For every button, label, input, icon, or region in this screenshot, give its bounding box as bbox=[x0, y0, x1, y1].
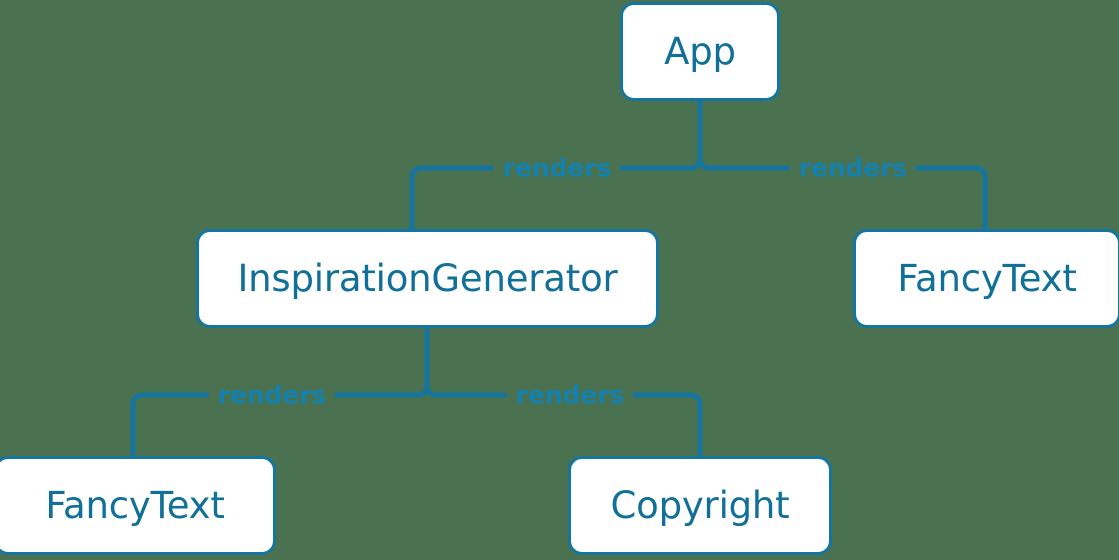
edge-label-app-to-inspiration-generator: renders bbox=[493, 153, 621, 183]
node-fancy-text-left-label: FancyText bbox=[45, 484, 225, 527]
node-app-label: App bbox=[664, 30, 736, 73]
node-inspiration-generator[interactable]: InspirationGenerator bbox=[196, 229, 659, 328]
node-app[interactable]: App bbox=[620, 2, 780, 101]
node-fancy-text-right[interactable]: FancyText bbox=[853, 229, 1119, 328]
node-inspiration-generator-label: InspirationGenerator bbox=[237, 257, 618, 300]
node-copyright[interactable]: Copyright bbox=[568, 456, 832, 555]
edge-label-inspiration-generator-to-fancy-text-left: renders bbox=[208, 380, 336, 410]
node-copyright-label: Copyright bbox=[610, 484, 790, 527]
edge-label-app-to-fancy-text-right: renders bbox=[789, 153, 917, 183]
edge-label-inspiration-generator-to-copyright: renders bbox=[506, 380, 634, 410]
node-fancy-text-right-label: FancyText bbox=[897, 257, 1077, 300]
node-fancy-text-left[interactable]: FancyText bbox=[0, 456, 276, 555]
